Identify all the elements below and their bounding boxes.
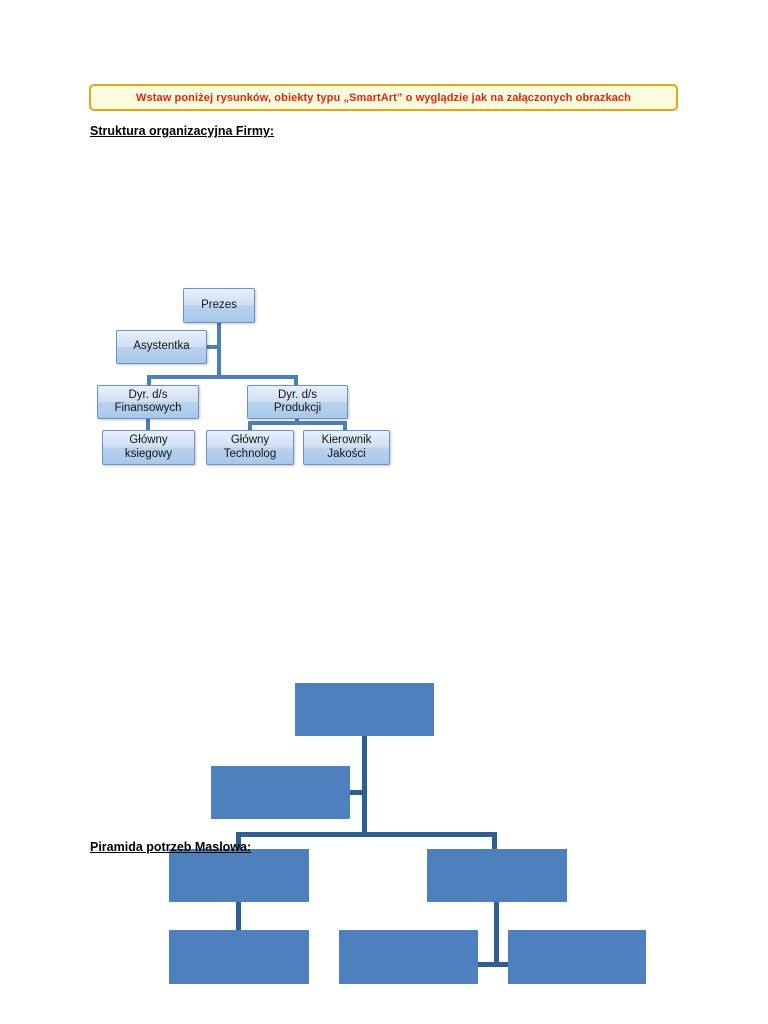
org-node-label: Kierownik Jakości <box>321 434 372 460</box>
org-chart-blank <box>0 338 768 984</box>
instruction-banner-text: Wstaw poniżej rysunków, obiekty typu „Sm… <box>136 91 631 104</box>
org-node-kierownik-jakosci[interactable]: Kierownik Jakości <box>303 430 390 465</box>
org-node-glowny-ksiegowy[interactable]: Główny ksiegowy <box>102 430 195 465</box>
connector-blank-drop-right <box>492 832 497 850</box>
connector-drop-jakosci <box>343 421 347 431</box>
connector-dyrfin-ksiegowy <box>146 419 150 431</box>
blank-node-level3-middle[interactable] <box>339 930 478 984</box>
blank-node-level2-right[interactable] <box>427 849 567 902</box>
org-node-label: Dyr. d/s Produkcji <box>273 388 322 414</box>
blank-node-level3-right[interactable] <box>508 930 646 984</box>
org-node-label: Prezes <box>201 298 237 311</box>
heading-organizational-structure: Struktura organizacyjna Firmy: <box>90 124 275 138</box>
org-chart-filled: Prezes Asystentka Dyr. d/s Finansowych D… <box>0 140 768 465</box>
connector-blank-trunk <box>362 736 367 835</box>
org-node-label: Główny ksiegowy <box>124 434 173 460</box>
instruction-banner: Wstaw poniżej rysunków, obiekty typu „Sm… <box>89 84 678 111</box>
blank-node-level2-left[interactable] <box>169 849 309 902</box>
org-node-asystentka[interactable]: Asystentka <box>116 330 207 364</box>
org-node-label: Główny Technolog <box>223 434 277 460</box>
connector-drop-dyr-prod <box>294 375 298 386</box>
org-node-glowny-technolog[interactable]: Główny Technolog <box>206 430 294 465</box>
org-node-label: Dyr. d/s Finansowych <box>114 388 182 414</box>
connector-prezes-trunk <box>217 323 221 378</box>
connector-blank-drop-left <box>236 832 241 850</box>
connector-blank-right-child-stem <box>494 902 499 966</box>
blank-node-level3-left[interactable] <box>169 930 309 984</box>
org-node-label: Asystentka <box>133 340 190 353</box>
connector-directors-bar <box>147 375 298 379</box>
connector-blank-left-child <box>236 902 241 930</box>
org-node-dyr-finansowych[interactable]: Dyr. d/s Finansowych <box>97 385 199 419</box>
heading-maslow-pyramid: Piramida potrzeb Maslowa: <box>90 840 252 854</box>
connector-drop-technolog <box>248 421 252 431</box>
connector-dyrprod-stem <box>295 419 299 425</box>
connector-drop-dyr-fin <box>147 375 151 386</box>
connector-blank-right-child-bar <box>478 962 510 967</box>
org-node-dyr-produkcji[interactable]: Dyr. d/s Produkcji <box>247 385 348 419</box>
connector-blank-branch-row2 <box>350 790 364 795</box>
connector-blank-bar-row3 <box>236 832 497 837</box>
connector-prezes-asystentka <box>207 345 219 349</box>
blank-node-level0[interactable] <box>295 683 434 736</box>
blank-node-level1[interactable] <box>211 766 350 819</box>
org-node-prezes[interactable]: Prezes <box>183 288 255 323</box>
